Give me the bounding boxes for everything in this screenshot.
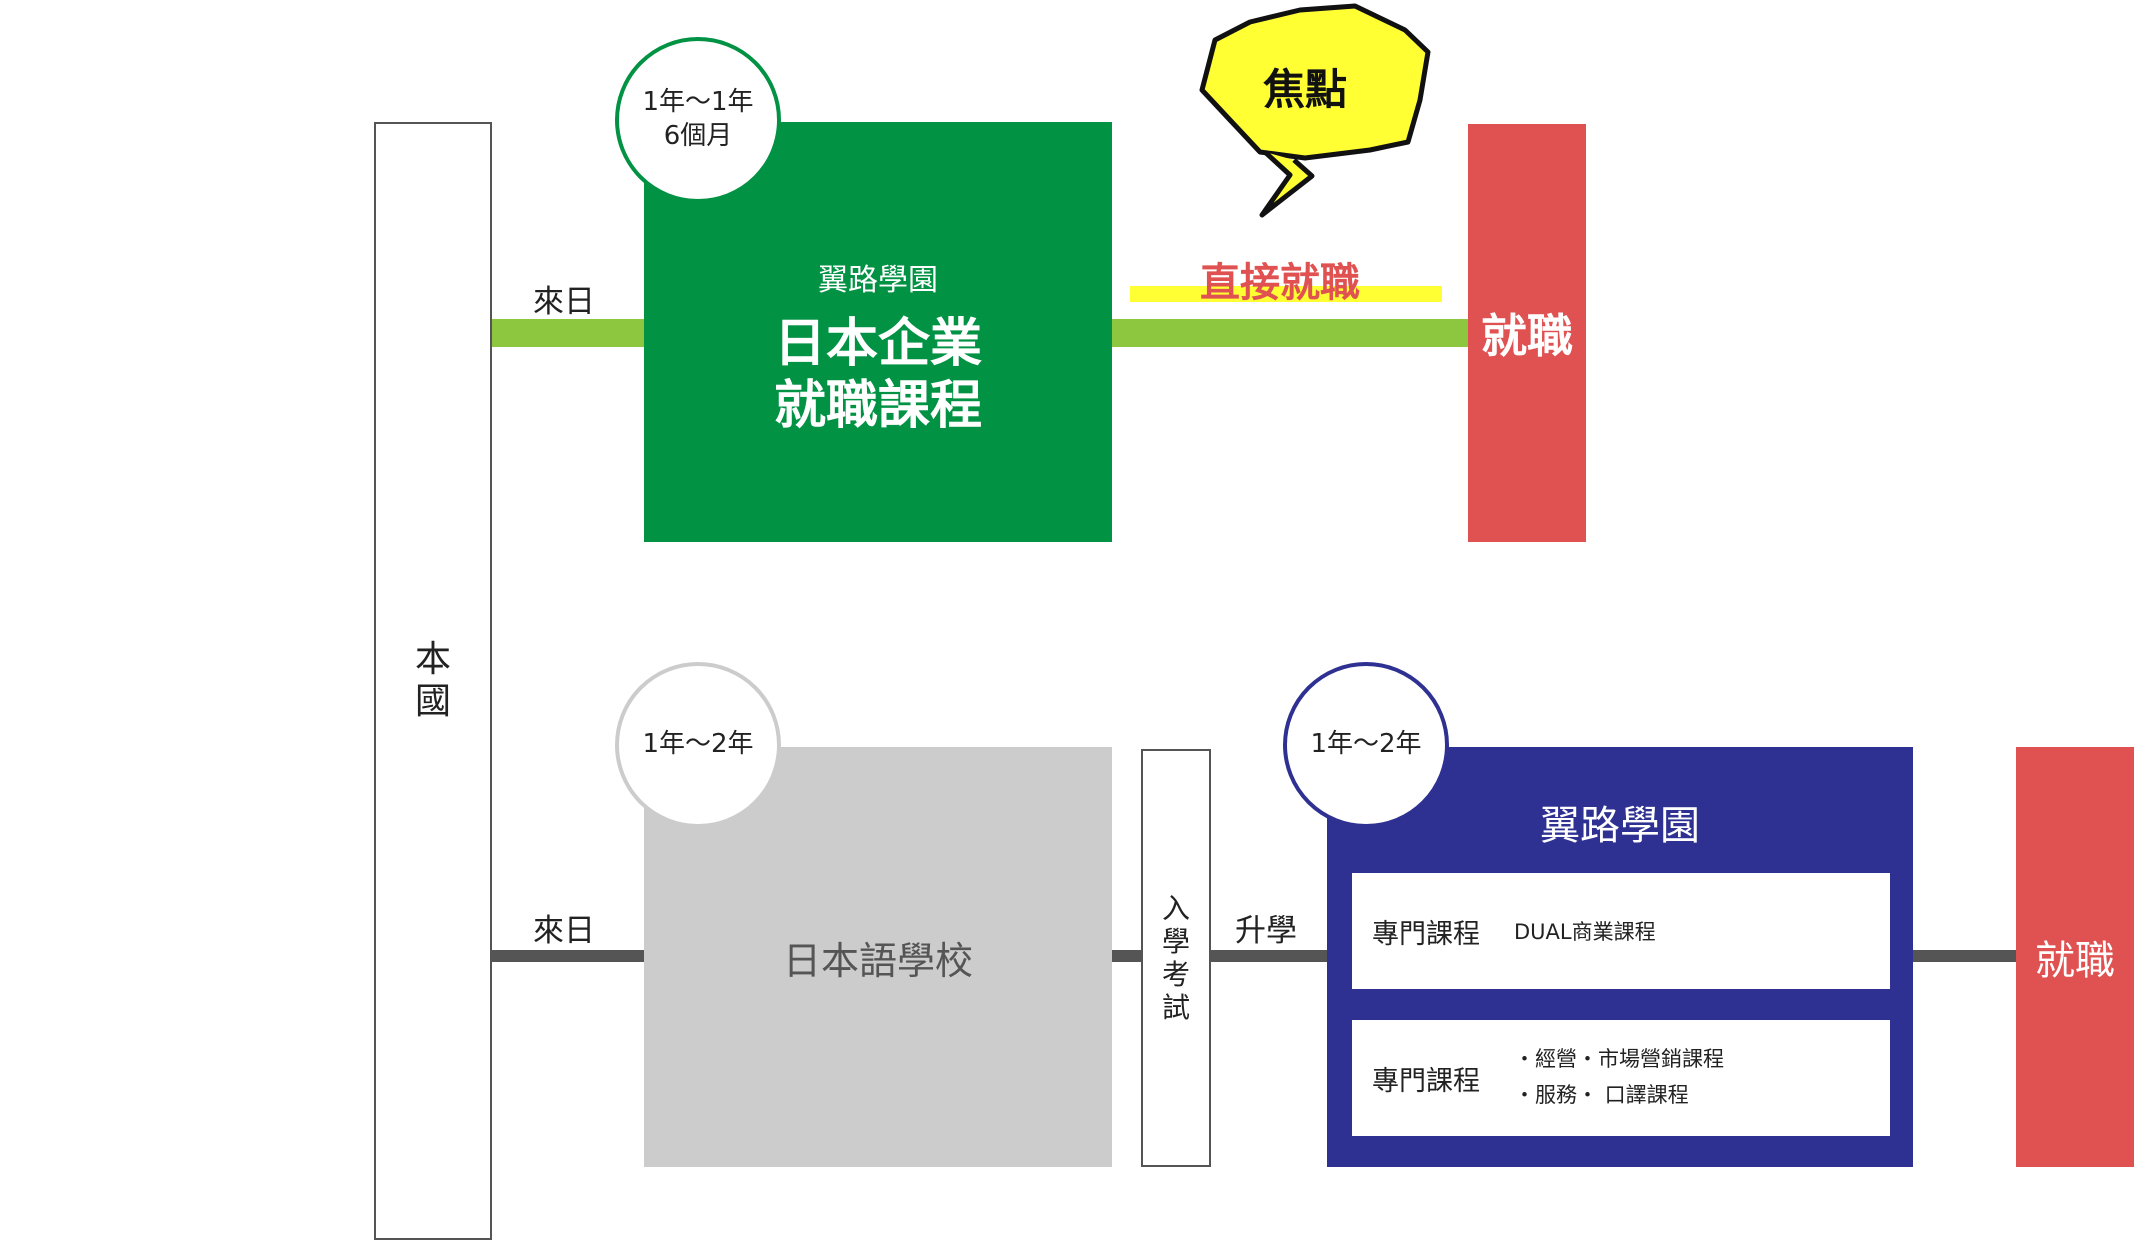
top-duration-line2: 6個月 (663, 121, 733, 151)
home-country-char-1: 本 (414, 638, 451, 680)
language-duration-badge: 1年～2年 (615, 662, 781, 828)
course-card-2-item-1: ・經營・市場營銷課程 (1514, 1047, 1724, 1072)
college-duration-badge: 1年～2年 (1283, 662, 1449, 828)
bottom-job-label: 就職 (2035, 938, 2115, 984)
bottom-arrive-label: 來日 (533, 913, 595, 949)
top-connector-line-left (490, 319, 646, 347)
language-duration-text: 1年～2年 (642, 729, 754, 760)
entrance-exam-box: 入學考試 (1141, 749, 1211, 1167)
focus-badge-text: 焦點 (1263, 65, 1348, 114)
course-card-2: 專門課程 ・經營・市場營銷課程 ・服務・ 口譯課程 (1352, 1020, 1890, 1136)
top-course-title-line2: 就職課程 (773, 376, 982, 436)
entrance-exam-char-1: 入 (1161, 891, 1190, 925)
top-duration-line1: 1年～1年 (642, 87, 754, 118)
focus-burst-icon (1199, 3, 1431, 218)
entrance-exam-char-2: 學 (1161, 924, 1190, 958)
college-name: 翼路學園 (1540, 803, 1700, 849)
top-course-box: 翼路學園 日本企業 就職課程 (644, 122, 1112, 542)
home-country-box: 本 國 (374, 122, 492, 1240)
college-box: 翼路學園 專門課程 DUAL商業課程 專門課程 ・經營・市場營銷課程 ・服務・ … (1327, 747, 1913, 1167)
course-card-1: 專門課程 DUAL商業課程 (1352, 873, 1890, 989)
college-duration-text: 1年～2年 (1310, 729, 1422, 760)
top-job-box: 就職 (1468, 124, 1586, 542)
top-arrive-label: 來日 (533, 284, 595, 320)
direct-highlight-bar (1130, 286, 1442, 302)
top-job-label: 就職 (1481, 309, 1573, 363)
top-course-title-line1: 日本企業 (773, 313, 982, 374)
direct-job-label: 直接就職 (1200, 260, 1360, 306)
course-card-2-item-2: ・服務・ 口譯課程 (1514, 1083, 1689, 1107)
home-country-char-2: 國 (414, 681, 451, 722)
bottom-job-box: 就職 (2016, 747, 2134, 1167)
top-connector-line-right (1110, 319, 1470, 347)
language-school-label: 日本語學校 (782, 938, 973, 983)
course-card-1-item: DUAL商業課程 (1514, 920, 1656, 944)
top-duration-badge: 1年～1年 6個月 (615, 37, 781, 203)
course-card-2-type: 專門課程 (1372, 1065, 1480, 1097)
course-card-2-items: ・經營・市場營銷課程 ・服務・ 口譯課程 (1514, 1042, 1724, 1113)
entrance-exam-char-4: 試 (1161, 991, 1190, 1025)
course-card-1-items: DUAL商業課程 (1514, 916, 1656, 946)
advance-label: 升學 (1235, 913, 1297, 949)
top-course-school: 翼路學園 (818, 262, 938, 298)
entrance-exam-char-3: 考 (1161, 958, 1190, 991)
course-card-1-type: 專門課程 (1372, 918, 1480, 950)
